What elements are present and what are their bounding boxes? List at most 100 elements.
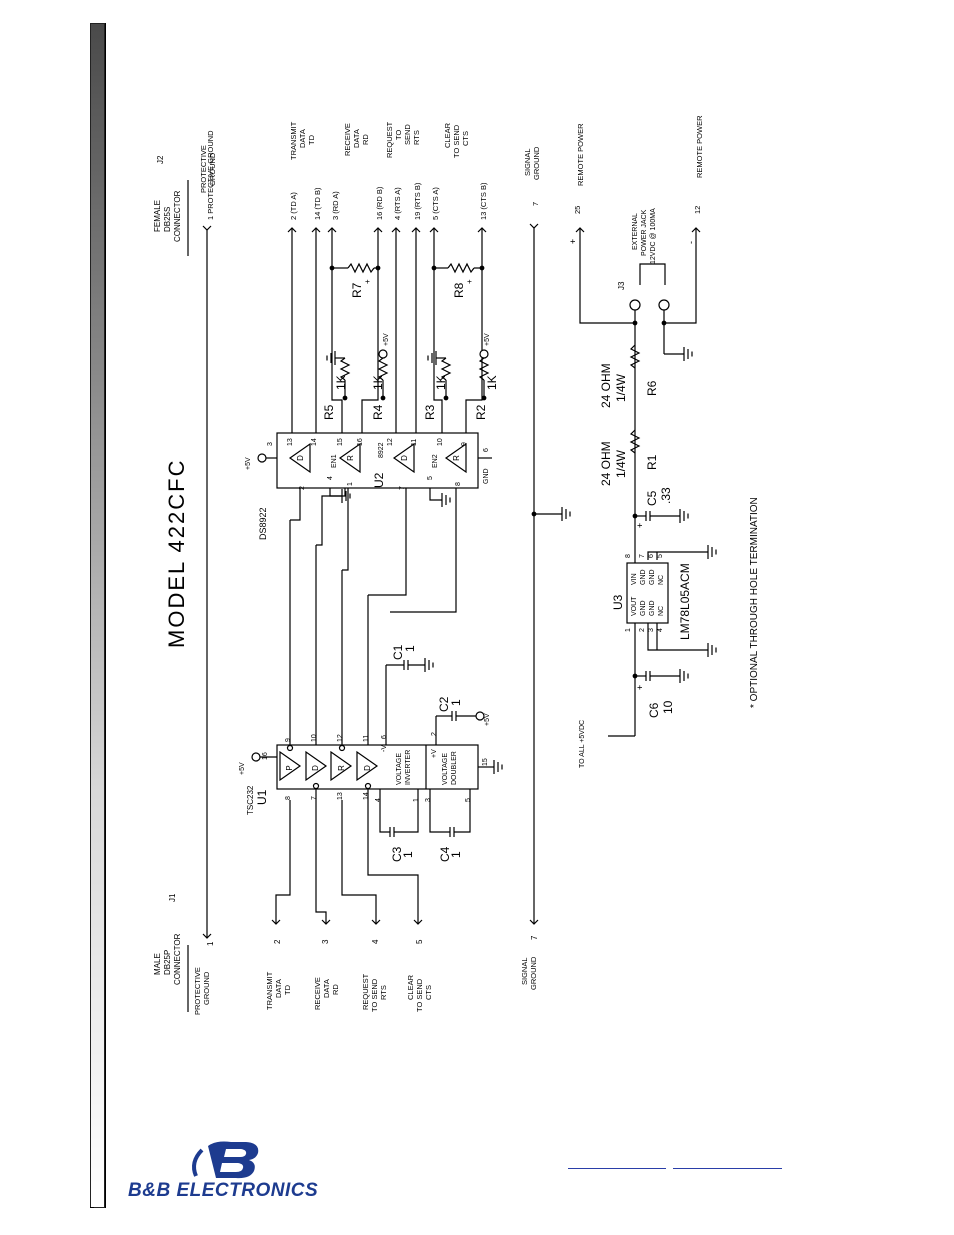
svg-text:10: 10 <box>437 438 444 446</box>
signal-ground-line <box>529 223 562 925</box>
svg-text:RTS: RTS <box>379 985 388 1000</box>
svg-text:DB25S: DB25S <box>163 207 172 232</box>
svg-text:DOUBLER: DOUBLER <box>451 751 458 785</box>
footer-link-1[interactable] <box>568 1168 666 1169</box>
svg-text:8: 8 <box>625 554 632 558</box>
svg-text:RTS: RTS <box>412 130 421 145</box>
svg-text:1 PROTECTIVE GROUND: 1 PROTECTIVE GROUND <box>206 130 215 220</box>
c2-capacitor <box>436 711 476 721</box>
svg-text:14: 14 <box>363 792 370 800</box>
svg-text:8: 8 <box>455 482 462 486</box>
svg-text:.33: .33 <box>659 487 673 504</box>
j1-pin-labels: PROTECTIVE GROUND TRANSMIT DATA TD RECEI… <box>193 956 538 1015</box>
svg-text:C4: C4 <box>438 846 452 862</box>
u2-chip: D R D R <box>276 432 479 489</box>
svg-text:5: 5 <box>427 476 434 480</box>
svg-text:DATA: DATA <box>298 129 307 148</box>
page-sidebar-bar <box>90 23 105 1208</box>
u2-ref: U2 <box>372 472 386 488</box>
svg-text:9: 9 <box>285 738 292 742</box>
svg-text:11: 11 <box>363 735 370 742</box>
svg-text:GROUND: GROUND <box>202 971 211 1005</box>
svg-text:VOLTAGE: VOLTAGE <box>396 753 403 785</box>
j1-name-line-2: DB25P <box>163 950 172 975</box>
svg-text:PROTECTIVE: PROTECTIVE <box>199 145 208 193</box>
svg-text:3: 3 <box>648 628 655 632</box>
svg-text:VIN: VIN <box>631 573 638 585</box>
svg-text:1: 1 <box>403 645 417 652</box>
u2-enable-grounds <box>329 457 492 501</box>
svg-text:-V: -V <box>381 745 388 752</box>
svg-text:11: 11 <box>411 439 418 446</box>
svg-text:D: D <box>311 765 320 771</box>
svg-text:RECEIVE: RECEIVE <box>343 123 352 156</box>
svg-text:+5V: +5V <box>484 713 491 726</box>
svg-text:5: 5 <box>657 554 664 558</box>
svg-text:13: 13 <box>337 792 344 800</box>
svg-text:5: 5 <box>415 939 424 944</box>
page-frame-left <box>105 23 106 1208</box>
svg-text:TO SEND: TO SEND <box>415 978 424 1012</box>
u2-text: EN1 EN2 GND 8922 13 14 15 16 12 11 10 9 … <box>267 438 490 490</box>
svg-text:R5: R5 <box>322 404 336 420</box>
svg-text:16: 16 <box>357 438 364 446</box>
u3-regulator: VOUT GND GND NC VIN GND GND NC <box>626 562 669 624</box>
svg-text:1/4W: 1/4W <box>614 373 628 402</box>
svg-text:GND: GND <box>649 569 656 585</box>
svg-text:REMOTE POWER: REMOTE POWER <box>576 123 585 186</box>
svg-text:10: 10 <box>661 700 675 714</box>
svg-text:6: 6 <box>648 554 655 558</box>
svg-text:RECEIVE: RECEIVE <box>313 977 322 1010</box>
termination-note: * OPTIONAL THROUGH HOLE TERMINATION <box>749 497 760 708</box>
svg-text:+: + <box>465 279 474 284</box>
u1-part: TSC232 <box>246 785 255 815</box>
svg-text:R: R <box>452 455 461 461</box>
footer-link-2[interactable] <box>673 1168 782 1169</box>
svg-text:DATA: DATA <box>274 979 283 998</box>
j2-pin-labels: 1 PROTECTIVE GROUND 2 (TD A) 14 (TD B) 3… <box>206 130 702 220</box>
j1-ref: J1 <box>168 893 177 902</box>
svg-text:U3: U3 <box>611 594 625 610</box>
svg-text:VOLTAGE: VOLTAGE <box>442 753 449 785</box>
pullup-resistors <box>335 357 490 401</box>
svg-text:4: 4 <box>657 628 664 632</box>
svg-text:R4: R4 <box>371 404 385 420</box>
svg-text:12: 12 <box>387 438 394 446</box>
svg-text:1: 1 <box>449 851 463 858</box>
svg-text:REMOTE POWER: REMOTE POWER <box>695 115 704 178</box>
svg-text:INVERTER: INVERTER <box>405 750 412 785</box>
svg-text:7: 7 <box>399 486 406 490</box>
svg-text:TO ALL +5VDC: TO ALL +5VDC <box>579 720 586 768</box>
svg-text:PROTECTIVE: PROTECTIVE <box>193 967 202 1015</box>
j2-arrowheads <box>287 227 487 233</box>
j1-name-line-1: MALE <box>153 953 162 975</box>
svg-text:+V: +V <box>431 749 438 758</box>
svg-text:TD: TD <box>283 984 292 995</box>
svg-text:R2: R2 <box>474 404 488 420</box>
svg-text:TO: TO <box>394 130 403 140</box>
svg-text:24 OHM: 24 OHM <box>599 441 613 486</box>
svg-text:GROUND: GROUND <box>532 146 541 180</box>
u3-wires <box>632 540 708 736</box>
svg-text:GND: GND <box>640 569 647 585</box>
svg-text:3: 3 <box>425 798 432 802</box>
svg-text:DATA: DATA <box>352 129 361 148</box>
svg-text:D: D <box>400 455 409 461</box>
svg-text:EN1: EN1 <box>331 454 338 468</box>
svg-text:RD: RD <box>331 984 340 995</box>
j1-connector-label: J1 MALE DB25P CONNECTOR <box>153 893 182 985</box>
svg-text:3: 3 <box>267 442 274 446</box>
svg-text:REQUEST: REQUEST <box>385 121 394 158</box>
svg-text:15: 15 <box>482 758 489 766</box>
svg-text:+5V: +5V <box>484 333 491 346</box>
diagram-title: MODEL 422CFC <box>164 459 189 648</box>
footer-links <box>568 1168 782 1178</box>
u2-vin: +5V <box>245 457 252 470</box>
power-jack-label: EXTERNAL POWER JACK 12VDC @ 100MA <box>632 208 657 264</box>
svg-text:3: 3 <box>321 939 330 944</box>
svg-text:16: 16 <box>262 752 269 760</box>
svg-text:1: 1 <box>413 798 420 802</box>
u1-ref: U1 <box>255 789 269 805</box>
svg-text:+: + <box>363 279 372 284</box>
j2-signal-labels: PROTECTIVE GROUND TRANSMIT DATA TD RECEI… <box>199 115 704 193</box>
